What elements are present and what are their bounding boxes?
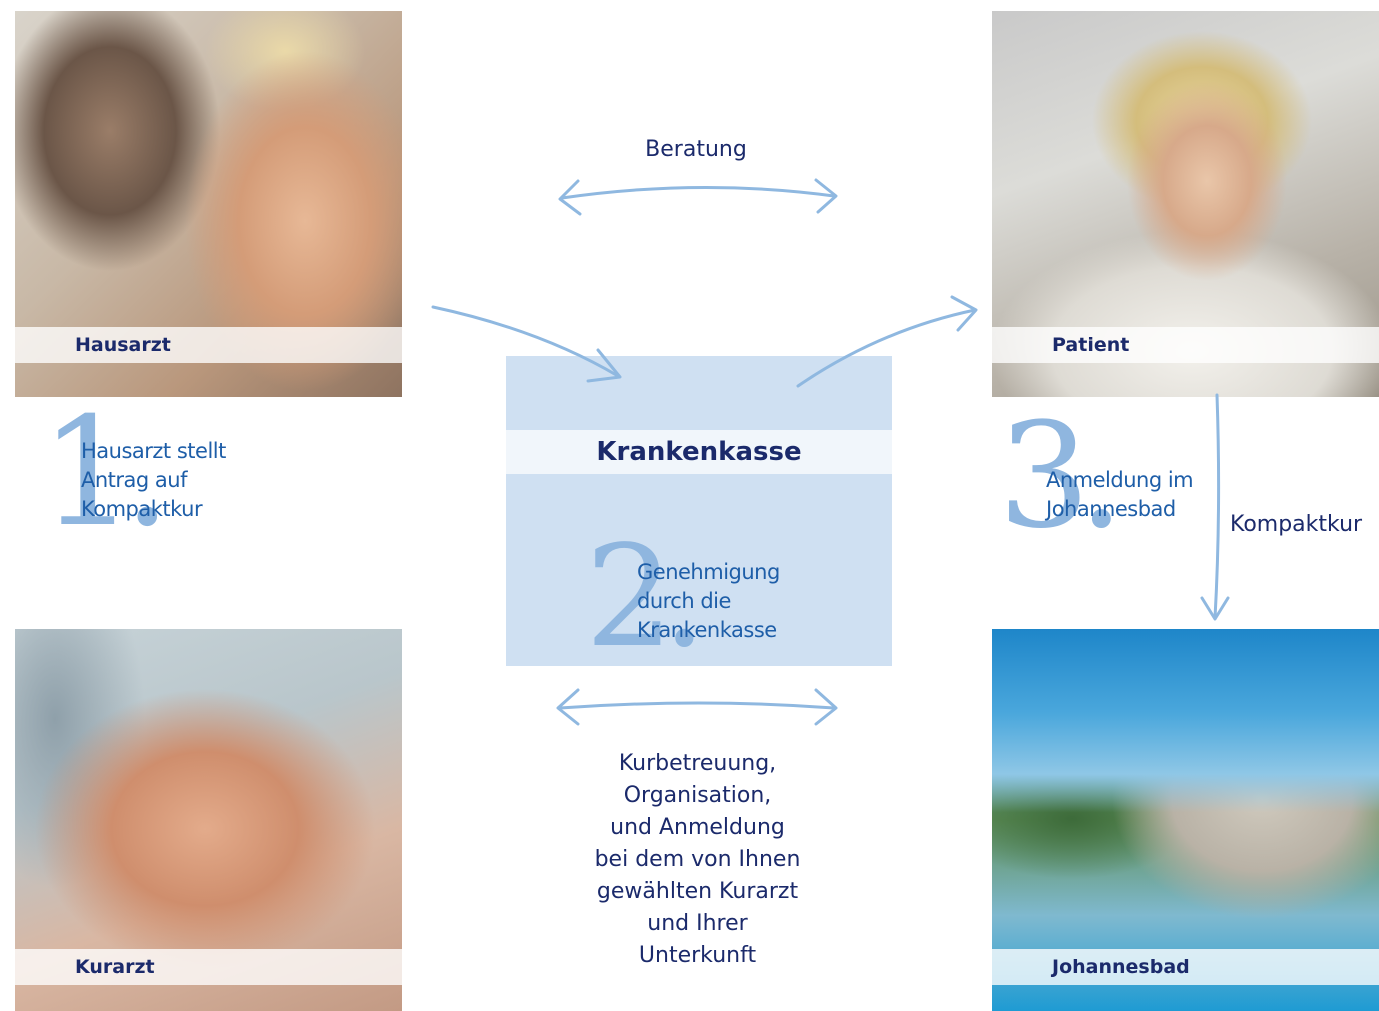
kurbetreuung-double-arrow: [556, 688, 838, 726]
kurbetreuung-line: bei dem von Ihnen: [594, 847, 801, 872]
kurbetreuung-line: Kurbetreuung,: [618, 751, 777, 776]
beratung-label: Beratung: [645, 137, 747, 162]
kurarzt-image: [15, 629, 402, 1011]
photo-label-kurarzt: Kurarzt: [75, 956, 155, 978]
step-3-line: Johannesbad: [1046, 497, 1176, 521]
kompaktkur-label: Kompaktkur: [1230, 512, 1363, 537]
step-3-text: Anmeldung im Johannesbad: [1046, 466, 1194, 524]
step-2-number: 2.: [585, 516, 707, 679]
photo-label-hausarzt: Hausarzt: [75, 334, 171, 356]
label-band: Patient: [992, 327, 1379, 363]
krankenkasse-band: [506, 430, 892, 474]
photo-patient: Patient: [992, 11, 1379, 397]
step-3-number: 3.: [998, 392, 1124, 561]
kurbetreuung-label: Kurbetreuung, Organisation, und Anmeldun…: [560, 748, 835, 972]
step-1-text: Hausarzt stellt Antrag auf Kompaktkur: [81, 437, 226, 524]
step-2-line: Genehmigung: [637, 560, 780, 584]
step-3-line: Anmeldung im: [1046, 468, 1194, 492]
label-band: Johannesbad: [992, 949, 1379, 985]
photo-kurarzt: Kurarzt: [15, 629, 402, 1011]
step-2-line: Krankenkasse: [637, 618, 777, 642]
photo-johannesbad: Johannesbad: [992, 629, 1379, 1011]
step-1-line: Kompaktkur: [81, 497, 203, 521]
johannesbad-image: [992, 629, 1379, 1011]
kurbetreuung-line: und Ihrer: [647, 911, 748, 936]
step-2-line: durch die: [637, 589, 731, 613]
photo-hausarzt: Hausarzt: [15, 11, 402, 397]
photo-label-patient: Patient: [1052, 334, 1130, 356]
step-1-line: Hausarzt stellt: [81, 439, 226, 463]
step-2-text: Genehmigung durch die Krankenkasse: [637, 558, 780, 645]
krankenkasse-title: Krankenkasse: [596, 437, 802, 467]
kurbetreuung-line: Organisation,: [623, 783, 772, 808]
step-1-line: Antrag auf: [81, 468, 187, 492]
kurbetreuung-line: gewählten Kurarzt: [596, 879, 799, 904]
step-1-number: 1.: [40, 386, 171, 560]
kurbetreuung-line: Unterkunft: [638, 943, 757, 968]
label-band: Kurarzt: [15, 949, 402, 985]
arrow-hausarzt-to-krankenkasse: [431, 305, 622, 383]
label-band: Hausarzt: [15, 327, 402, 363]
arrow-patient-to-johannesbad: [1200, 393, 1230, 621]
beratung-double-arrow: [558, 178, 838, 216]
arrow-krankenkasse-to-patient: [796, 295, 978, 388]
kurbetreuung-line: und Anmeldung: [610, 815, 785, 840]
photo-label-johannesbad: Johannesbad: [1052, 956, 1190, 978]
krankenkasse-box: Krankenkasse: [506, 356, 892, 666]
